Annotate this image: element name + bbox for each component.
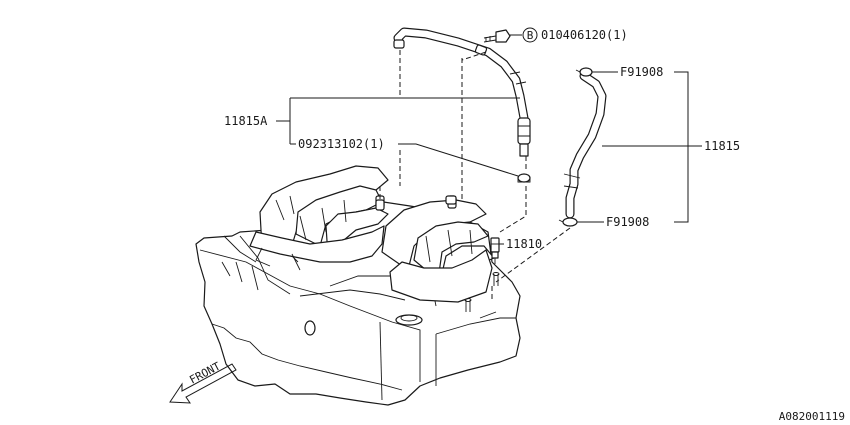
label-f91908-lower: F91908 xyxy=(606,215,649,229)
clip-092313102 xyxy=(517,173,531,183)
pcv-hose-11815 xyxy=(558,67,607,227)
bolt xyxy=(483,29,511,43)
front-indicator: FRONT xyxy=(169,359,237,404)
label-092313102: 092313102(1) xyxy=(298,137,385,151)
assembly-lines xyxy=(375,50,571,302)
bolt-circle-letter: B xyxy=(527,29,534,42)
small-parts xyxy=(483,29,531,264)
labels: B 010406120(1) 11815A 092313102(1) F9190… xyxy=(224,27,740,251)
label-11810: 11810 xyxy=(506,237,542,251)
circled-letter-b-icon xyxy=(522,27,538,43)
label-010406120: 010406120(1) xyxy=(541,28,628,42)
label-11815a: 11815A xyxy=(224,114,268,128)
front-direction-arrow-icon xyxy=(169,363,237,404)
label-11815: 11815 xyxy=(704,139,740,153)
label-f91908-upper: F91908 xyxy=(620,65,663,79)
diagram-code: A082001119 xyxy=(779,410,845,423)
front-label: FRONT xyxy=(187,359,223,386)
pcv-valve xyxy=(490,237,500,264)
intake-manifold xyxy=(249,165,495,303)
leader-lines xyxy=(276,34,702,245)
pcv-hose-11815a xyxy=(393,27,531,157)
